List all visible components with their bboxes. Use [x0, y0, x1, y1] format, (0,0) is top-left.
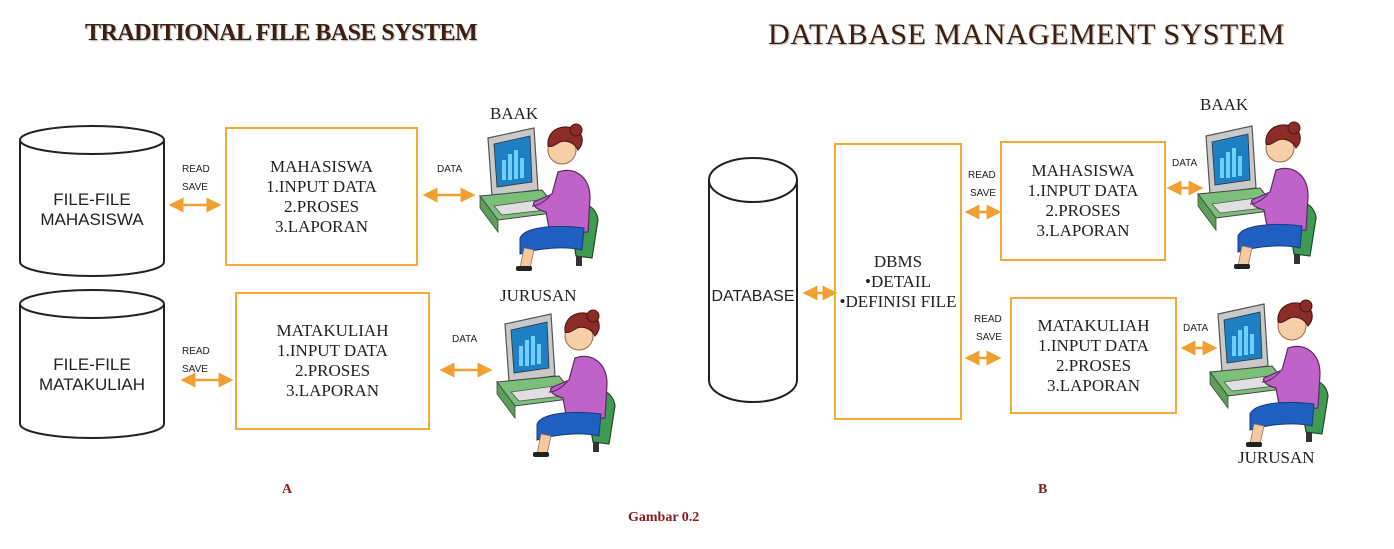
cylinder-database — [708, 157, 798, 403]
read-label-3: READ — [968, 170, 996, 181]
save-label-4: SAVE — [976, 332, 1002, 343]
panel-letter-a: A — [282, 482, 293, 497]
save-label-2: SAVE — [182, 364, 208, 375]
user-jurusan-label: JURUSAN — [500, 286, 577, 305]
cylinder-file-mahasiswa — [19, 125, 165, 277]
user-baak-label: BAAK — [490, 104, 539, 123]
file-mahasiswa-label: FILE-FILE MAHASISWA — [40, 190, 144, 229]
program-box-mahasiswa-right: MAHASISWA 1.INPUT DATA 2.PROSES 3.LAPORA… — [1000, 141, 1166, 261]
data-label-1: DATA — [437, 164, 463, 175]
user-jurusan-right-icon — [1209, 299, 1329, 448]
user-baak-right-icon — [1197, 121, 1317, 270]
read-label-2: READ — [182, 346, 210, 357]
read-label-1: READ — [182, 164, 210, 175]
save-label-3: SAVE — [970, 188, 996, 199]
right-title: DATABASE MANAGEMENT SYSTEM — [768, 18, 1285, 51]
read-label-4: READ — [974, 314, 1002, 325]
user-jurusan-icon — [496, 309, 616, 458]
user-jurusan-right-label: JURUSAN — [1238, 448, 1315, 467]
program-box-matakuliah-right: MATAKULIAH 1.INPUT DATA 2.PROSES 3.LAPOR… — [1010, 297, 1177, 414]
program-box-matakuliah: MATAKULIAH 1.INPUT DATA 2.PROSES 3.LAPOR… — [235, 292, 430, 430]
data-label-2: DATA — [452, 334, 478, 345]
data-label-4: DATA — [1183, 323, 1209, 334]
database-label: DATABASE — [711, 288, 795, 305]
save-label-1: SAVE — [182, 182, 208, 193]
figure-caption: Gambar 0.2 — [628, 510, 700, 525]
data-label-3: DATA — [1172, 158, 1198, 169]
left-title: TRADITIONAL FILE BASE SYSTEM — [85, 20, 478, 46]
file-matakuliah-label: FILE-FILE MATAKULIAH — [38, 355, 146, 394]
user-baak-right-label: BAAK — [1200, 95, 1249, 114]
panel-letter-b: B — [1038, 482, 1048, 497]
program-box-mahasiswa: MAHASISWA 1.INPUT DATA 2.PROSES 3.LAPORA… — [225, 127, 418, 266]
user-baak-icon — [479, 123, 599, 272]
cylinder-file-matakuliah — [19, 289, 165, 439]
dbms-box: DBMS •DETAIL •DEFINISI FILE — [834, 143, 962, 420]
